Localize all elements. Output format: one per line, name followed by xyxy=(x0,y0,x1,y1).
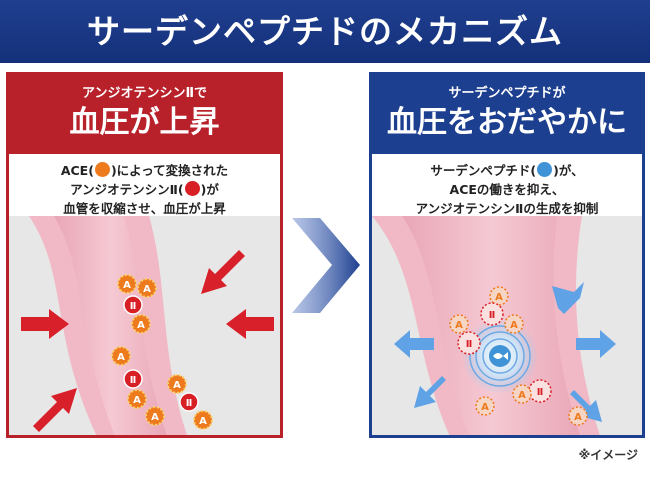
left-panel-description: ACE( )によって変換された アンジオテンシンⅡ( )が 血管を収縮させ、血圧が上… xyxy=(9,154,280,216)
svg-text:A: A xyxy=(481,402,489,413)
left-panel-subtitle: アンジオテンシンⅡで xyxy=(81,86,208,101)
right-desc-line1-end: )が、 xyxy=(553,163,584,178)
svg-text:Ⅱ: Ⅱ xyxy=(466,339,473,350)
left-desc-line2-end: )が xyxy=(200,182,219,197)
constricted-vessel-svg: A A Ⅱ A A Ⅱ A A Ⅱ A A xyxy=(21,216,274,435)
svg-text:A: A xyxy=(495,292,503,303)
constriction-arrows xyxy=(21,250,274,432)
right-panel: サーデンペプチドが 血圧をおだやかに サーデンペプチド( )が、 ACEの働きを抑… xyxy=(369,72,645,438)
svg-text:A: A xyxy=(518,390,526,401)
arrow-down-left-icon xyxy=(414,376,446,408)
svg-text:A: A xyxy=(574,412,582,423)
dilation-arrows xyxy=(394,282,616,422)
svg-text:A: A xyxy=(117,352,125,363)
left-panel-header: アンジオテンシンⅡで 血圧が上昇 xyxy=(9,75,280,154)
relaxed-vessel-illustration: A Ⅱ A A Ⅱ Ⅱ A A A xyxy=(372,216,642,435)
chevron-right-icon xyxy=(292,218,360,313)
arrow-up-right-icon xyxy=(552,282,584,314)
svg-text:Ⅱ: Ⅱ xyxy=(537,387,544,398)
arrow-up-right-icon xyxy=(33,388,77,432)
svg-text:A: A xyxy=(151,412,159,423)
svg-text:A: A xyxy=(137,320,145,331)
right-desc-line1-start: サーデンペプチド( xyxy=(430,163,537,178)
svg-text:A: A xyxy=(173,380,181,391)
svg-text:Ⅱ: Ⅱ xyxy=(130,375,137,386)
svg-text:Ⅱ: Ⅱ xyxy=(130,301,137,312)
peptide-chip-icon xyxy=(537,162,553,177)
angiotensin-chip-icon xyxy=(184,181,200,196)
arrow-right-icon xyxy=(576,330,616,358)
svg-text:A: A xyxy=(123,280,131,291)
right-panel-header: サーデンペプチドが 血圧をおだやかに xyxy=(372,75,642,154)
right-panel-heading: 血圧をおだやかに xyxy=(387,105,627,140)
image-note: ※イメージ xyxy=(578,448,638,462)
ace-chip-icon xyxy=(94,162,110,177)
page-title: サーデンペプチドのメカニズム xyxy=(0,0,650,63)
arrow-down-left-icon xyxy=(201,250,245,294)
right-panel-description: サーデンペプチド( )が、 ACEの働きを抑え、 アンジオテンシンⅡの生成を抑制 xyxy=(372,154,642,216)
left-desc-line3: 血管を収縮させ、血圧が上昇 xyxy=(63,201,226,216)
svg-text:A: A xyxy=(133,395,141,406)
arrow-left-icon xyxy=(226,309,274,339)
svg-text:A: A xyxy=(455,320,463,331)
svg-text:A: A xyxy=(199,416,207,427)
constricted-vessel-illustration: A A Ⅱ A A Ⅱ A A Ⅱ A A xyxy=(9,216,280,435)
molecule-cluster: A A Ⅱ A A Ⅱ A A Ⅱ A A xyxy=(111,274,213,430)
arrow-right-icon xyxy=(21,309,69,339)
left-desc-line1-start: ACE( xyxy=(60,163,94,178)
left-panel-heading: 血圧が上昇 xyxy=(69,105,220,140)
right-desc-line2: ACEの働きを抑え、 xyxy=(449,182,565,197)
svg-text:Ⅱ: Ⅱ xyxy=(489,310,496,321)
arrow-left-icon xyxy=(394,330,434,358)
inhibited-molecules: A Ⅱ A A Ⅱ Ⅱ A A A xyxy=(449,286,588,426)
svg-text:A: A xyxy=(510,320,518,331)
arrow-down-right-icon xyxy=(570,390,602,422)
right-panel-subtitle: サーデンペプチドが xyxy=(448,86,566,101)
right-desc-line3: アンジオテンシンⅡの生成を抑制 xyxy=(415,201,599,216)
left-desc-line2-start: アンジオテンシンⅡ( xyxy=(70,182,184,197)
relaxed-vessel-svg: A Ⅱ A A Ⅱ Ⅱ A A A xyxy=(372,216,616,435)
svg-text:Ⅱ: Ⅱ xyxy=(186,398,193,409)
svg-text:A: A xyxy=(143,284,151,295)
left-desc-line1-end: )によって変換された xyxy=(110,163,229,178)
left-panel: アンジオテンシンⅡで 血圧が上昇 ACE( )によって変換された アンジオテンシン… xyxy=(6,72,283,438)
